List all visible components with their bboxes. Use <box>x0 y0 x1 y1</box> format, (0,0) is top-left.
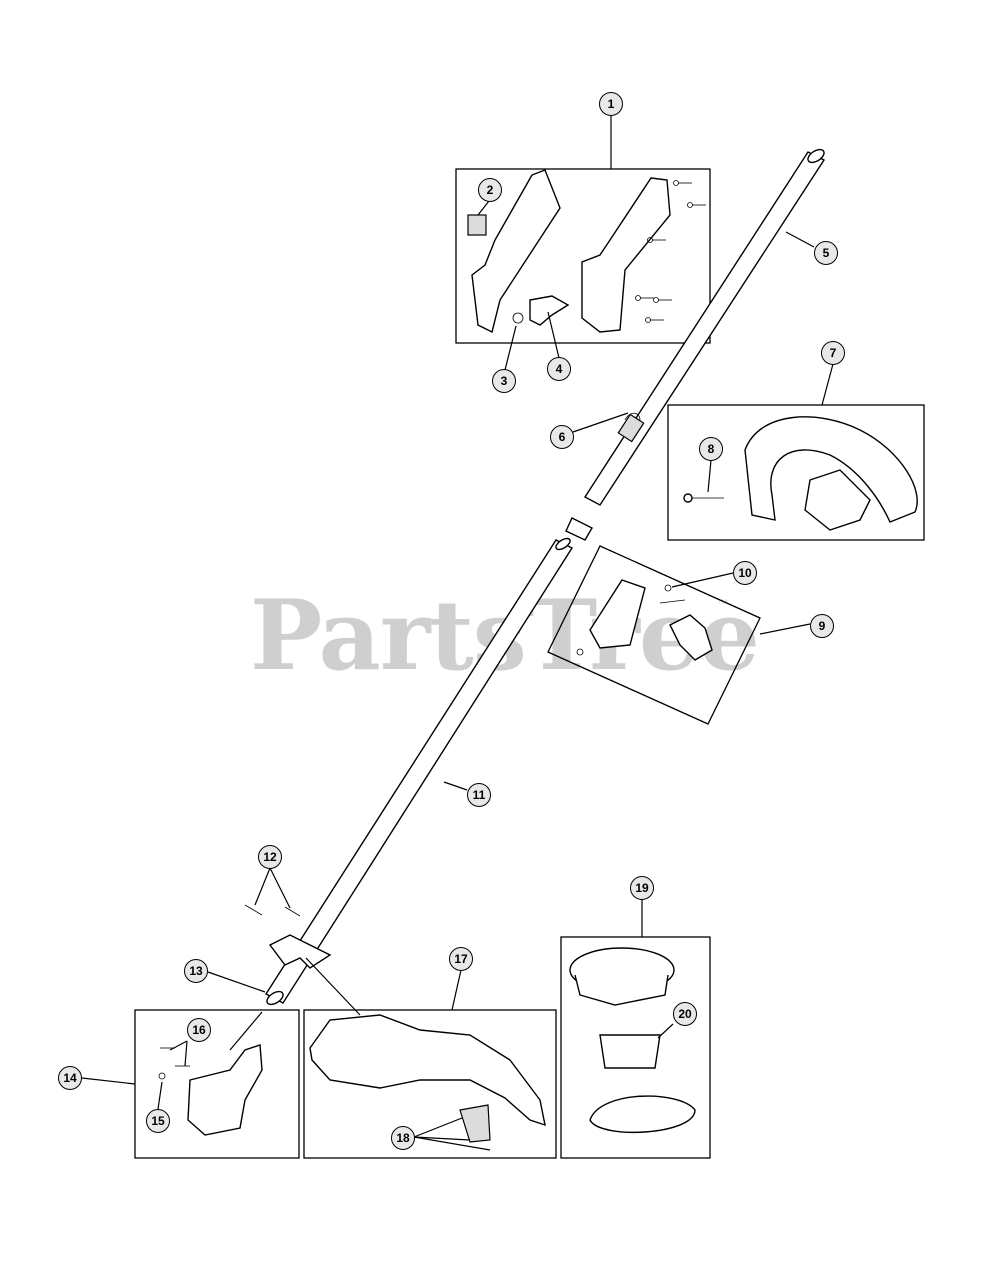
shaft-clip <box>624 412 641 421</box>
callout-8: 8 <box>699 437 723 461</box>
coupler-assembly <box>576 579 713 661</box>
guard <box>309 1014 546 1143</box>
lower-shaft <box>265 537 574 1006</box>
clamp-bracket <box>244 904 332 969</box>
callout-9: 9 <box>810 614 834 638</box>
watermark-trademark: ™ <box>717 598 728 610</box>
callout-6: 6 <box>550 425 574 449</box>
callout-15: 15 <box>146 1109 170 1133</box>
group-box-assist-handle <box>667 404 925 541</box>
callout-7: 7 <box>821 341 845 365</box>
callout-13: 13 <box>184 959 208 983</box>
assist-handle <box>683 416 918 531</box>
leader-lines <box>81 116 834 1151</box>
upper-shaft <box>565 148 826 541</box>
group-box-handle-housing <box>455 168 711 344</box>
gearbox <box>158 1044 263 1136</box>
group-box-coupler <box>547 545 761 725</box>
callout-11: 11 <box>467 783 491 807</box>
handle-housing <box>467 169 706 334</box>
callout-19: 19 <box>630 876 654 900</box>
callout-5: 5 <box>814 241 838 265</box>
callout-10: 10 <box>733 561 757 585</box>
callout-18: 18 <box>391 1126 415 1150</box>
trimmer-head <box>569 947 696 1134</box>
group-box-guard <box>303 1009 557 1159</box>
callout-1: 1 <box>599 92 623 116</box>
callout-3: 3 <box>492 369 516 393</box>
group-box-trimmer-head <box>560 936 711 1159</box>
callout-12: 12 <box>258 845 282 869</box>
callout-14: 14 <box>58 1066 82 1090</box>
callout-2: 2 <box>478 178 502 202</box>
callout-20: 20 <box>673 1002 697 1026</box>
callout-4: 4 <box>547 357 571 381</box>
callout-16: 16 <box>187 1018 211 1042</box>
callout-17: 17 <box>449 947 473 971</box>
